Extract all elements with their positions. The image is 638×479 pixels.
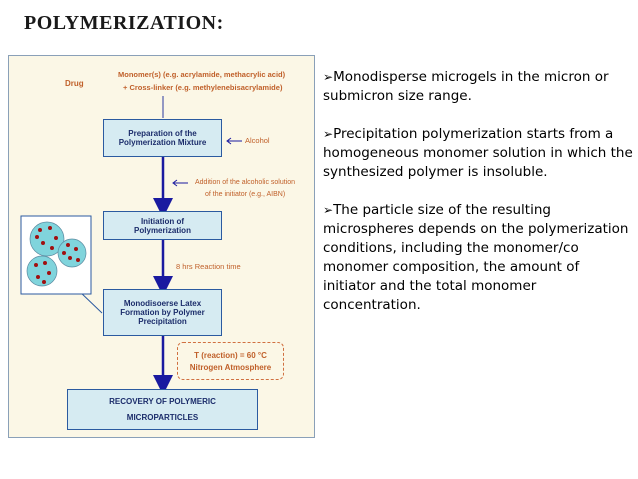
slide-title: POLYMERIZATION: bbox=[24, 12, 224, 34]
recovery-label-line1: RECOVERY OF POLYMERIC bbox=[109, 397, 216, 406]
arrow-bullet-icon: ➢ bbox=[323, 203, 334, 217]
arrow-bullet-icon: ➢ bbox=[323, 127, 334, 141]
temperature-label: T (reaction) = 60 °C bbox=[194, 350, 267, 360]
initiation-box-label: Initiation of Polymerization bbox=[134, 216, 191, 235]
monomer-label-line1: Monomer(s) (e.g. acrylamide, methacrylic… bbox=[118, 70, 286, 79]
latex-formation-box-label: Monodisoerse Latex Formation by Polymer … bbox=[120, 299, 205, 326]
microgel-particles bbox=[26, 221, 87, 287]
bullet-text: The particle size of the resulting micro… bbox=[323, 202, 629, 313]
recovery-label-line2: MICROPARTICLES bbox=[126, 413, 199, 422]
monomer-label-line2: + Cross-linker (e.g. methylenebisacrylam… bbox=[123, 83, 283, 92]
bullet-item: ➢Monodisperse microgels in the micron or… bbox=[323, 68, 635, 106]
latex-formation-box: Monodisoerse Latex Formation by Polymer … bbox=[103, 289, 222, 336]
drug-label: Drug bbox=[65, 79, 84, 88]
reaction-conditions-box: T (reaction) = 60 °C Nitrogen Atmosphere bbox=[177, 342, 284, 380]
bullet-item: ➢The particle size of the resulting micr… bbox=[323, 201, 635, 315]
atmosphere-label: Nitrogen Atmosphere bbox=[189, 362, 272, 372]
addition-label-line1: Addition of the alcoholic solution bbox=[195, 179, 296, 186]
bullet-text: Monodisperse microgels in the micron or … bbox=[323, 69, 609, 104]
bullet-item: ➢Precipitation polymerization starts fro… bbox=[323, 125, 635, 182]
reaction-time-label: 8 hrs Reaction time bbox=[176, 262, 241, 271]
preparation-box: Preparation of the Polymerization Mixtur… bbox=[103, 119, 222, 157]
bullet-list: ➢Monodisperse microgels in the micron or… bbox=[323, 68, 635, 334]
arrow-bullet-icon: ➢ bbox=[323, 70, 334, 84]
addition-label-line2: of the initiator (e.g., AIBN) bbox=[205, 191, 286, 198]
recovery-box: RECOVERY OF POLYMERIC MICROPARTICLES bbox=[67, 389, 258, 430]
initiation-box: Initiation of Polymerization bbox=[103, 211, 222, 240]
preparation-box-label: Preparation of the Polymerization Mixtur… bbox=[118, 129, 207, 147]
bullet-text: Precipitation polymerization starts from… bbox=[323, 126, 633, 180]
alcohol-label: Alcohol bbox=[245, 136, 270, 145]
